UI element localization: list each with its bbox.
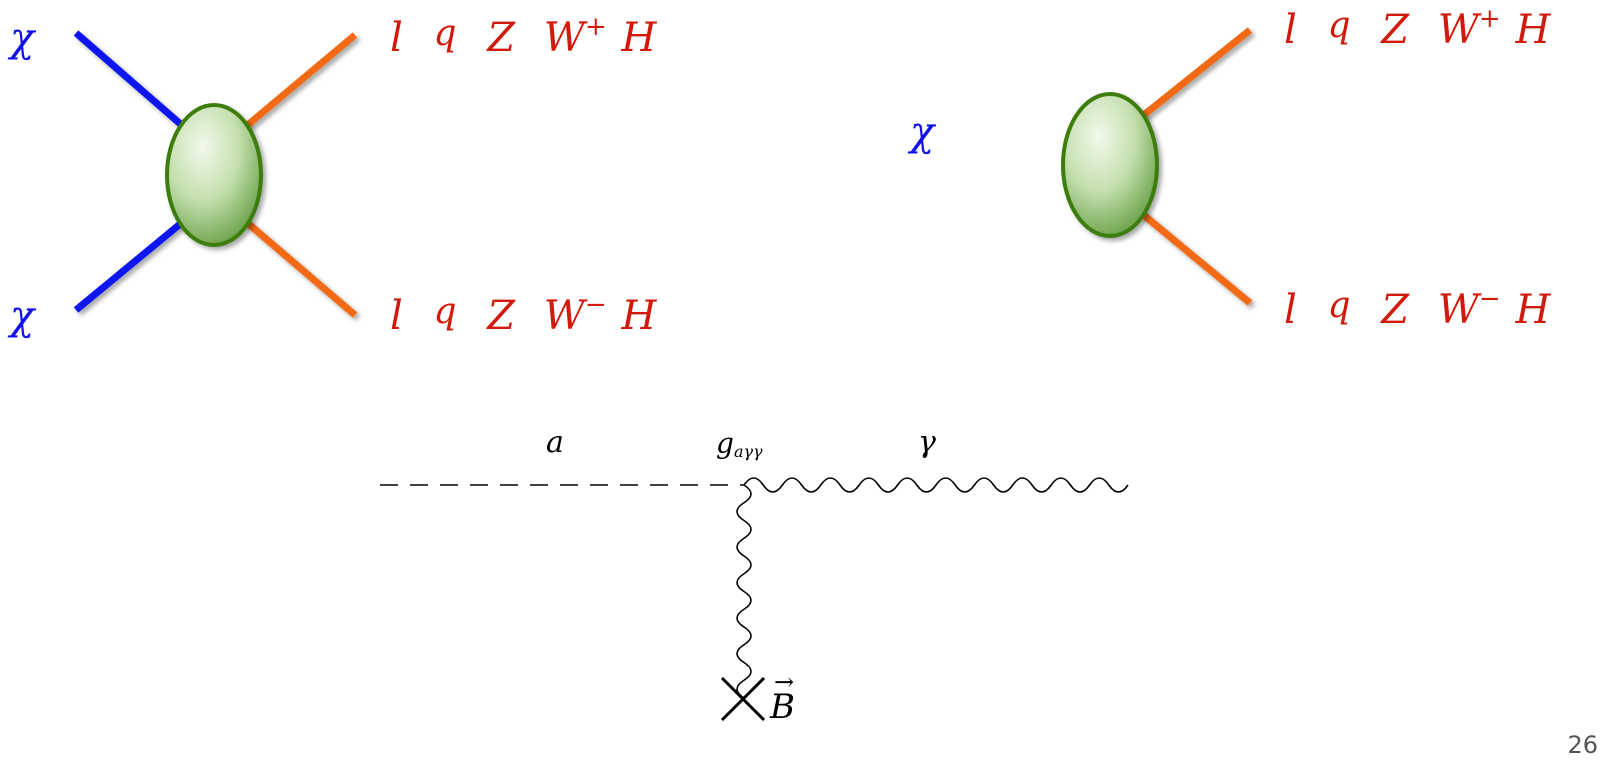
w-charge-label: − bbox=[1478, 284, 1501, 314]
magnetic-field-wavy-line bbox=[736, 484, 752, 699]
sm-line-bottom bbox=[241, 217, 358, 318]
sm-line-top bbox=[241, 32, 358, 131]
page-number: 26 bbox=[1567, 731, 1598, 759]
axion-conversion-diagram bbox=[380, 477, 1129, 722]
lepton-label: l bbox=[390, 293, 403, 339]
quark-label: q bbox=[1327, 285, 1351, 326]
w-charge-label: − bbox=[584, 290, 607, 320]
z-boson-label: Z bbox=[487, 293, 516, 339]
vector-arrow: → bbox=[774, 668, 795, 696]
photon-label: γ bbox=[918, 425, 936, 460]
lepton-label: l bbox=[1284, 287, 1297, 333]
interaction-blob bbox=[1061, 92, 1159, 238]
w-boson-label: W bbox=[1437, 7, 1479, 53]
w-charge-label: + bbox=[584, 12, 607, 42]
coupling-label: gaγγ bbox=[716, 427, 763, 461]
quark-label: q bbox=[433, 13, 457, 54]
coupling-symbol: g bbox=[716, 427, 734, 460]
quark-label: q bbox=[1327, 5, 1351, 46]
w-boson-label: W bbox=[543, 15, 585, 61]
higgs-label: H bbox=[1515, 287, 1551, 333]
photon-wavy-line bbox=[743, 477, 1129, 493]
lepton-label: l bbox=[1284, 7, 1297, 53]
sm-products-bottom-label: l q Z W− H bbox=[1284, 285, 1551, 333]
higgs-label: H bbox=[621, 293, 657, 339]
chi-label-top: χ bbox=[10, 15, 35, 61]
sm-line-bottom bbox=[1137, 209, 1253, 306]
w-boson-label: W bbox=[1437, 287, 1479, 333]
z-boson-label: Z bbox=[1381, 287, 1410, 333]
quark-label: q bbox=[433, 291, 457, 332]
chi-line-top bbox=[73, 30, 188, 131]
higgs-label: H bbox=[1515, 7, 1551, 53]
axion-label: a bbox=[546, 425, 564, 460]
decay-diagram bbox=[900, 27, 1253, 306]
chi-label: χ bbox=[910, 109, 935, 155]
z-boson-label: Z bbox=[1381, 7, 1410, 53]
w-boson-label: W bbox=[543, 293, 585, 339]
lepton-label: l bbox=[390, 15, 403, 61]
w-charge-label: + bbox=[1478, 4, 1501, 34]
sm-line-top bbox=[1137, 27, 1253, 121]
higgs-label: H bbox=[621, 15, 657, 61]
coupling-subscript: aγγ bbox=[733, 442, 763, 461]
chi-label-bottom: χ bbox=[10, 293, 35, 339]
sm-products-top-label: l q Z W+ H bbox=[1284, 5, 1551, 53]
sm-products-bottom-label: l q Z W− H bbox=[390, 291, 657, 339]
annihilation-diagram bbox=[73, 30, 358, 318]
z-boson-label: Z bbox=[487, 15, 516, 61]
interaction-blob bbox=[165, 103, 263, 247]
chi-line-bottom bbox=[73, 217, 188, 313]
sm-products-top-label: l q Z W+ H bbox=[390, 13, 657, 61]
field-cross-stroke-2 bbox=[720, 676, 766, 722]
field-symbol: B bbox=[770, 687, 795, 727]
magnetic-field-label: → B bbox=[770, 670, 795, 727]
